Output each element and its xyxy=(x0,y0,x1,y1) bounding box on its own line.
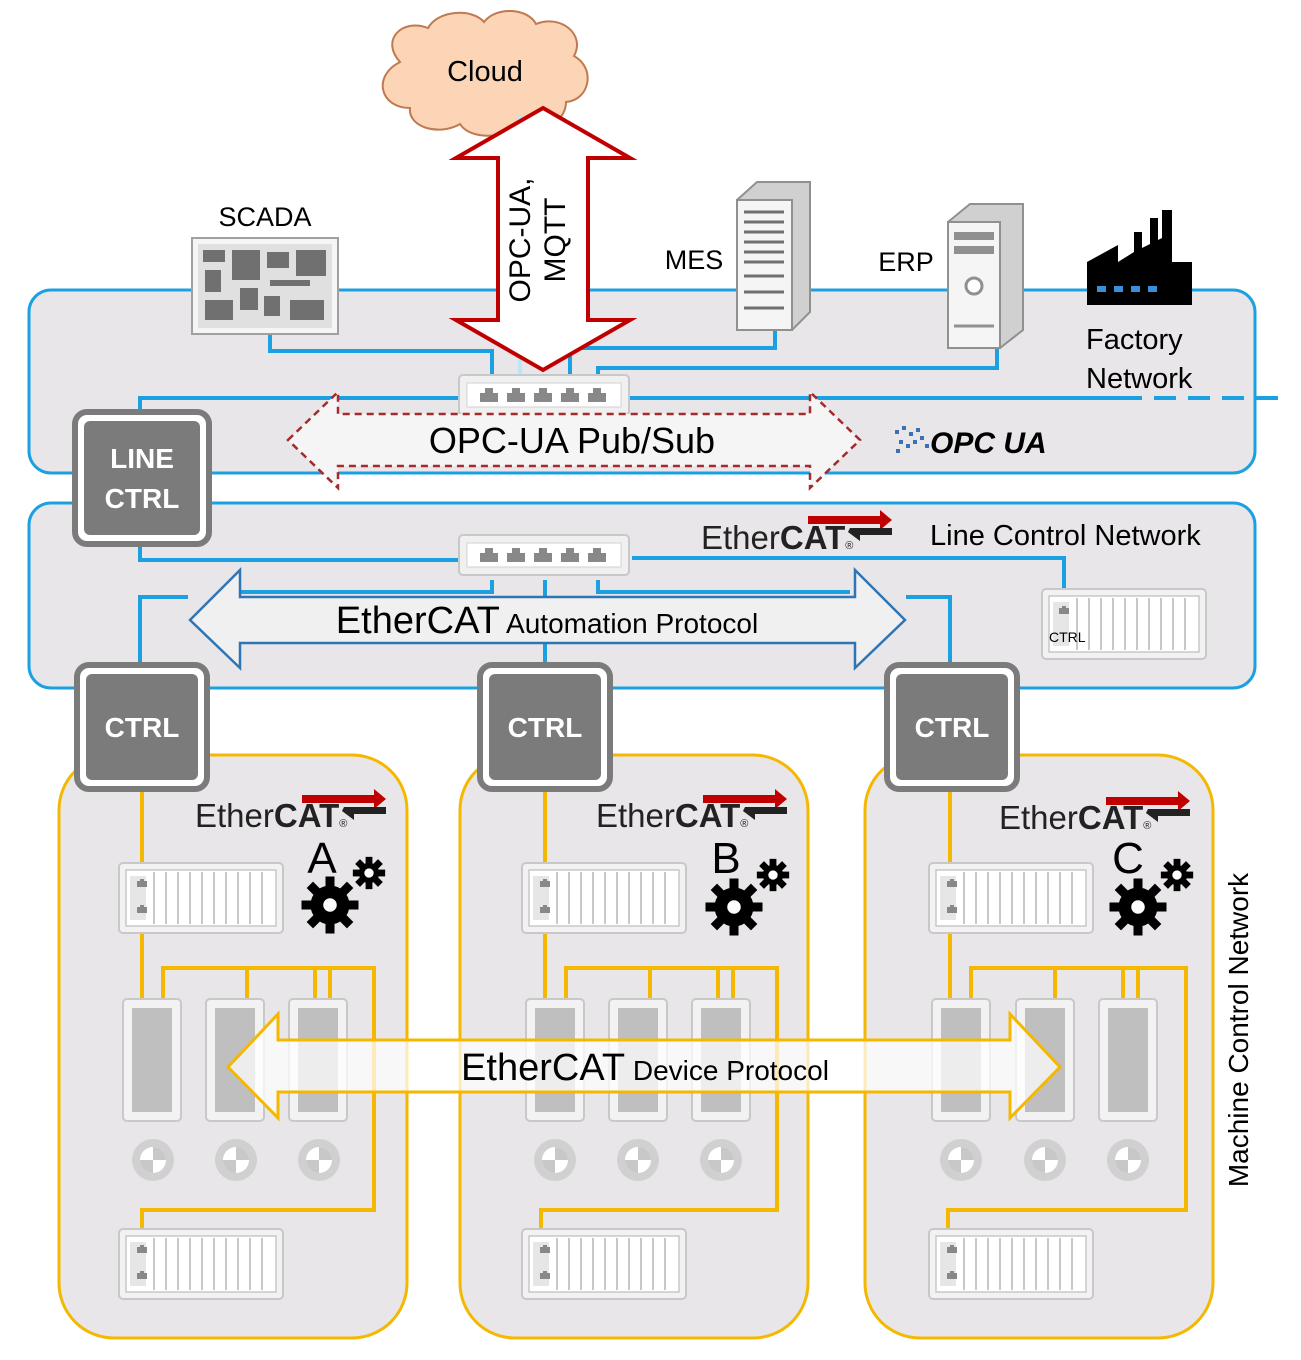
opcua-logo-text: OPC UA xyxy=(930,427,1047,460)
line-ctrl-box: LINE CTRL xyxy=(72,409,212,547)
svg-text:CTRL: CTRL xyxy=(105,712,180,743)
svg-text:EtherCAT®: EtherCAT® xyxy=(596,797,748,834)
motor-icon xyxy=(1107,1139,1149,1181)
gear-small-icon xyxy=(756,858,790,892)
motor-icon xyxy=(700,1139,742,1181)
mes-label: MES xyxy=(665,245,724,275)
machine-a: CTRL EtherCAT® A xyxy=(74,662,386,1300)
scada-label: SCADA xyxy=(218,202,311,232)
svg-text:LINE: LINE xyxy=(110,443,174,474)
ethercat-logo-b: EtherCAT® xyxy=(596,789,787,834)
ethercat-logo-a: EtherCAT® xyxy=(195,789,386,834)
machine-c: CTRL EtherCAT® C xyxy=(884,662,1194,1300)
opcua-mqtt-line2: MQTT xyxy=(539,198,572,283)
device-protocol-arrow xyxy=(225,1010,1063,1122)
ethercat-logo-line: EtherCAT® xyxy=(701,510,892,556)
machine-letter-a: A xyxy=(307,834,337,883)
drive-1 xyxy=(122,998,182,1122)
svg-text:CTRL: CTRL xyxy=(915,712,990,743)
scada-screen-icon xyxy=(191,237,339,335)
cloud-icon xyxy=(381,9,589,137)
gear-icon xyxy=(1109,878,1167,936)
io-module xyxy=(928,862,1094,934)
svg-text:EtherCAT®: EtherCAT® xyxy=(195,797,347,834)
mes-server-icon xyxy=(736,181,811,331)
erp-server-icon xyxy=(947,203,1024,349)
automation-protocol-label: EtherCAT Automation Protocol xyxy=(336,600,758,642)
ethercat-logo-c: EtherCAT® xyxy=(999,791,1190,836)
line-ctrl-module xyxy=(1041,588,1207,660)
cloud-label: Cloud xyxy=(447,56,523,88)
gear-small-icon xyxy=(352,856,386,890)
opcua-logo-icon: OPC UA xyxy=(895,426,1047,460)
opcua-mqtt-line1: OPC-UA, xyxy=(504,177,537,302)
automation-protocol-arrow xyxy=(188,566,907,671)
drive-3 xyxy=(1098,998,1158,1122)
pubsub-label: OPC-UA Pub/Sub xyxy=(429,420,715,461)
gear-icon xyxy=(705,878,763,936)
svg-text:EtherCAT®: EtherCAT® xyxy=(701,519,853,556)
svg-text:CTRL: CTRL xyxy=(508,712,583,743)
ctrl-box-b: CTRL xyxy=(477,662,613,792)
io-module xyxy=(521,862,687,934)
factory-network-label-1: Factory xyxy=(1086,324,1183,356)
motor-icon xyxy=(940,1139,982,1181)
line-control-network-label: Line Control Network xyxy=(930,520,1201,552)
svg-text:EtherCAT®: EtherCAT® xyxy=(999,799,1151,836)
ctrl-box-a: CTRL xyxy=(74,662,210,792)
machine-control-network-label: Machine Control Network xyxy=(1223,872,1254,1187)
small-ctrl-label: CTRL xyxy=(1049,629,1086,645)
svg-text:CTRL: CTRL xyxy=(105,483,180,514)
gear-icon xyxy=(301,876,359,934)
io-module xyxy=(928,1228,1094,1300)
gear-small-icon xyxy=(1160,858,1194,892)
machine-letter-b: B xyxy=(711,834,740,883)
motor-icon xyxy=(215,1139,257,1181)
device-protocol-label: EtherCAT Device Protocol xyxy=(461,1047,829,1089)
pubsub-arrow xyxy=(286,389,862,491)
factory-switch xyxy=(458,374,630,416)
machine-letter-c: C xyxy=(1112,834,1144,883)
motor-icon xyxy=(1024,1139,1066,1181)
motor-icon xyxy=(298,1139,340,1181)
io-module xyxy=(118,862,284,934)
motor-icon xyxy=(132,1139,174,1181)
io-module xyxy=(118,1228,284,1300)
io-module xyxy=(521,1228,687,1300)
ctrl-box-c: CTRL xyxy=(884,662,1020,792)
motor-icon xyxy=(617,1139,659,1181)
line-switch xyxy=(458,534,630,576)
erp-label: ERP xyxy=(878,247,934,277)
opcua-mqtt-arrow xyxy=(448,105,638,373)
motor-icon xyxy=(534,1139,576,1181)
machine-b: CTRL EtherCAT® B xyxy=(477,662,790,1300)
factory-network-label-2: Network xyxy=(1086,363,1193,395)
factory-icon xyxy=(1087,210,1192,305)
